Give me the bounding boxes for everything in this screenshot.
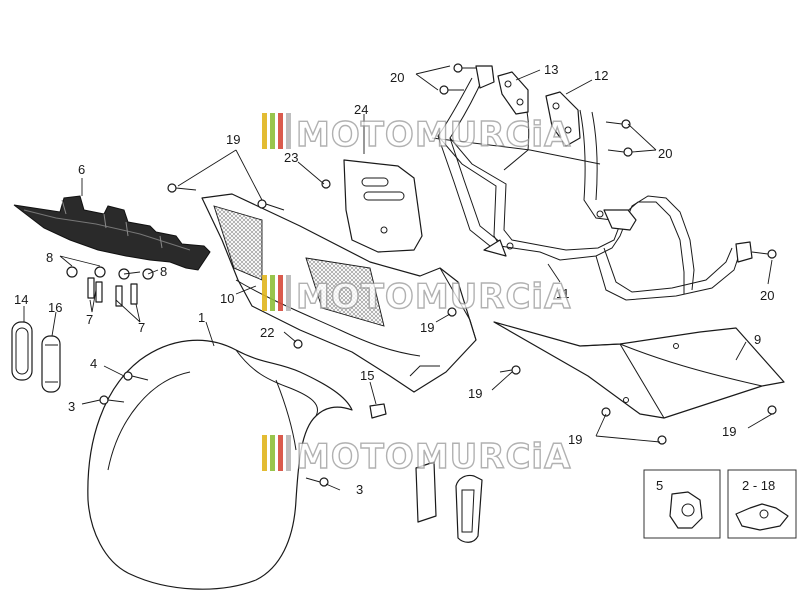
part-12-bracket — [545, 91, 581, 147]
part-14-plate — [11, 321, 33, 381]
callout-20c: 20 — [760, 288, 774, 303]
watermark-middle-text: MOTOMURCiA — [296, 277, 571, 317]
inset-box-2-18: 2 - 18 — [727, 469, 797, 539]
callout-7a: 7 — [86, 312, 93, 327]
callout-19c: 19 — [468, 386, 482, 401]
callout-14: 14 — [14, 292, 28, 307]
callout-24: 24 — [354, 102, 368, 117]
misc-bolts — [99, 63, 777, 487]
callout-3b: 3 — [356, 482, 363, 497]
part-1-front-fender — [87, 339, 353, 590]
part-16-plate — [41, 335, 61, 393]
callout-8a: 8 — [46, 250, 53, 265]
callout-11: 11 — [556, 286, 570, 301]
bolts-7-8 — [66, 266, 154, 307]
part-24-plate-holder — [343, 159, 423, 253]
callout-9: 9 — [754, 332, 761, 347]
callout-3a: 3 — [68, 399, 75, 414]
inset-box-5: 5 — [643, 469, 721, 539]
watermark-top-text: MOTOMURCiA — [296, 115, 571, 155]
callout-22: 22 — [260, 325, 274, 340]
callout-23: 23 — [284, 150, 298, 165]
callout-15: 15 — [360, 368, 374, 383]
part-13-bracket — [497, 71, 529, 115]
callout-labels: 6 8 8 7 7 14 16 1 4 3 3 15 10 22 19 23 2… — [14, 62, 774, 497]
callout-16: 16 — [48, 300, 62, 315]
inset-box-2-18-label: 2 - 18 — [742, 478, 775, 493]
part-15-screw — [369, 403, 387, 419]
part-9-belly-pan — [493, 321, 785, 419]
callout-7b: 7 — [138, 320, 145, 335]
watermark-bottom-text: MOTOMURCiA — [296, 437, 571, 477]
callout-12: 12 — [594, 68, 608, 83]
callout-8b: 8 — [160, 264, 167, 279]
watermark-top: MOTOMURCiA — [262, 113, 571, 156]
part-11-tube-frame — [431, 75, 741, 301]
part-6-bracket-guard — [13, 195, 211, 271]
callout-6: 6 — [78, 162, 85, 177]
watermark-middle: MOTOMURCiA — [262, 275, 571, 318]
frame-mount-tabs — [475, 65, 753, 263]
callout-20a: 20 — [390, 70, 404, 85]
callout-1: 1 — [198, 310, 205, 325]
callout-19b: 19 — [420, 320, 434, 335]
leader-lines — [23, 65, 773, 491]
inset-box-5-label: 5 — [656, 478, 663, 493]
callout-19e: 19 — [722, 424, 736, 439]
watermark-bottom: MOTOMURCiA — [262, 435, 571, 478]
callout-10: 10 — [220, 291, 234, 306]
callout-19d: 19 — [568, 432, 582, 447]
reflector-pair — [415, 461, 483, 543]
callout-20b: 20 — [658, 146, 672, 161]
callout-4: 4 — [90, 356, 97, 371]
callout-13: 13 — [544, 62, 558, 77]
callout-19a: 19 — [226, 132, 240, 147]
